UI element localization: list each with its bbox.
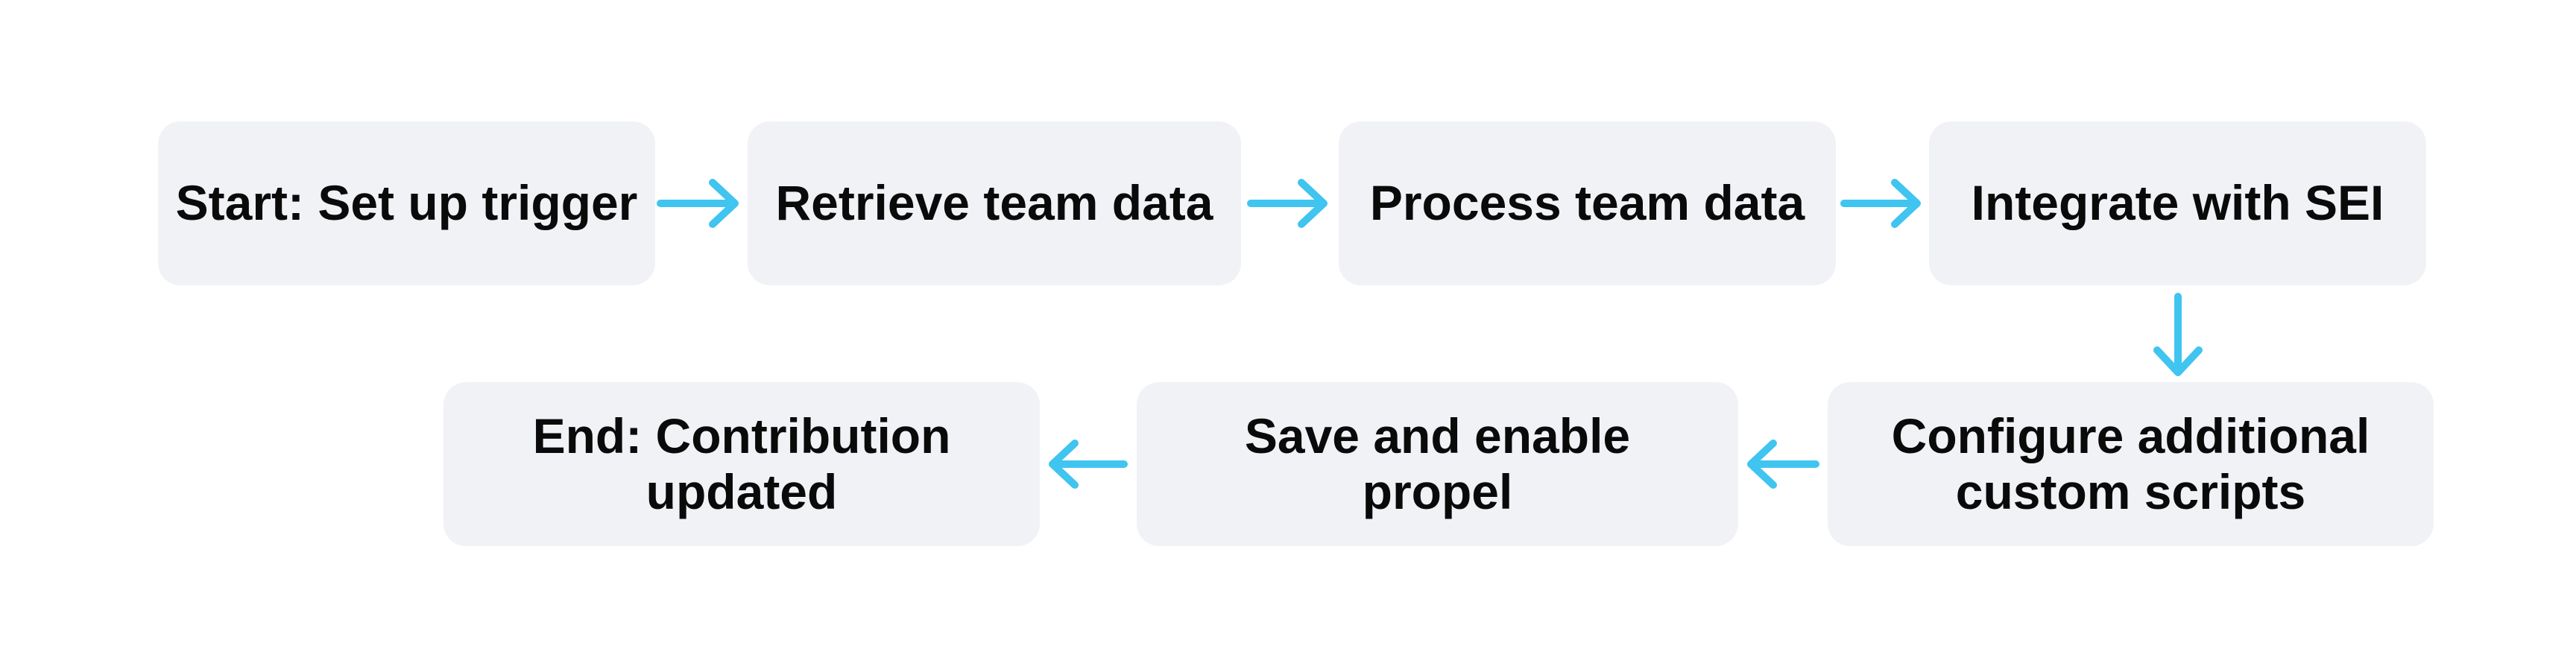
arrow-retrieve-to-process [1247,179,1328,228]
arrow-head [1298,179,1328,228]
node-retrieve-team-data: Retrieve team data [748,121,1241,285]
arrow-head [1891,179,1921,228]
arrow-process-to-integrate [1840,179,1921,228]
arrow-start-to-retrieve [657,179,739,228]
arrow-head [1049,440,1079,489]
node-integrate-with-sei: Integrate with SEI [1929,121,2426,285]
node-process-team-data: Process team data [1339,121,1836,285]
arrow-head [2153,346,2203,376]
node-configure-custom-scripts: Configure additional custom scripts [1828,382,2434,546]
arrow-configure-to-save [1747,440,1819,489]
arrow-save-to-end [1049,440,1128,489]
node-save-and-enable-propel: Save and enable propel [1137,382,1738,546]
arrow-head [1747,440,1777,489]
node-start-set-up-trigger: Start: Set up trigger [158,121,655,285]
arrow-integrate-to-configure [2153,293,2203,376]
arrow-head [709,179,739,228]
node-end-contribution-updated: End: Contribution updated [443,382,1040,546]
